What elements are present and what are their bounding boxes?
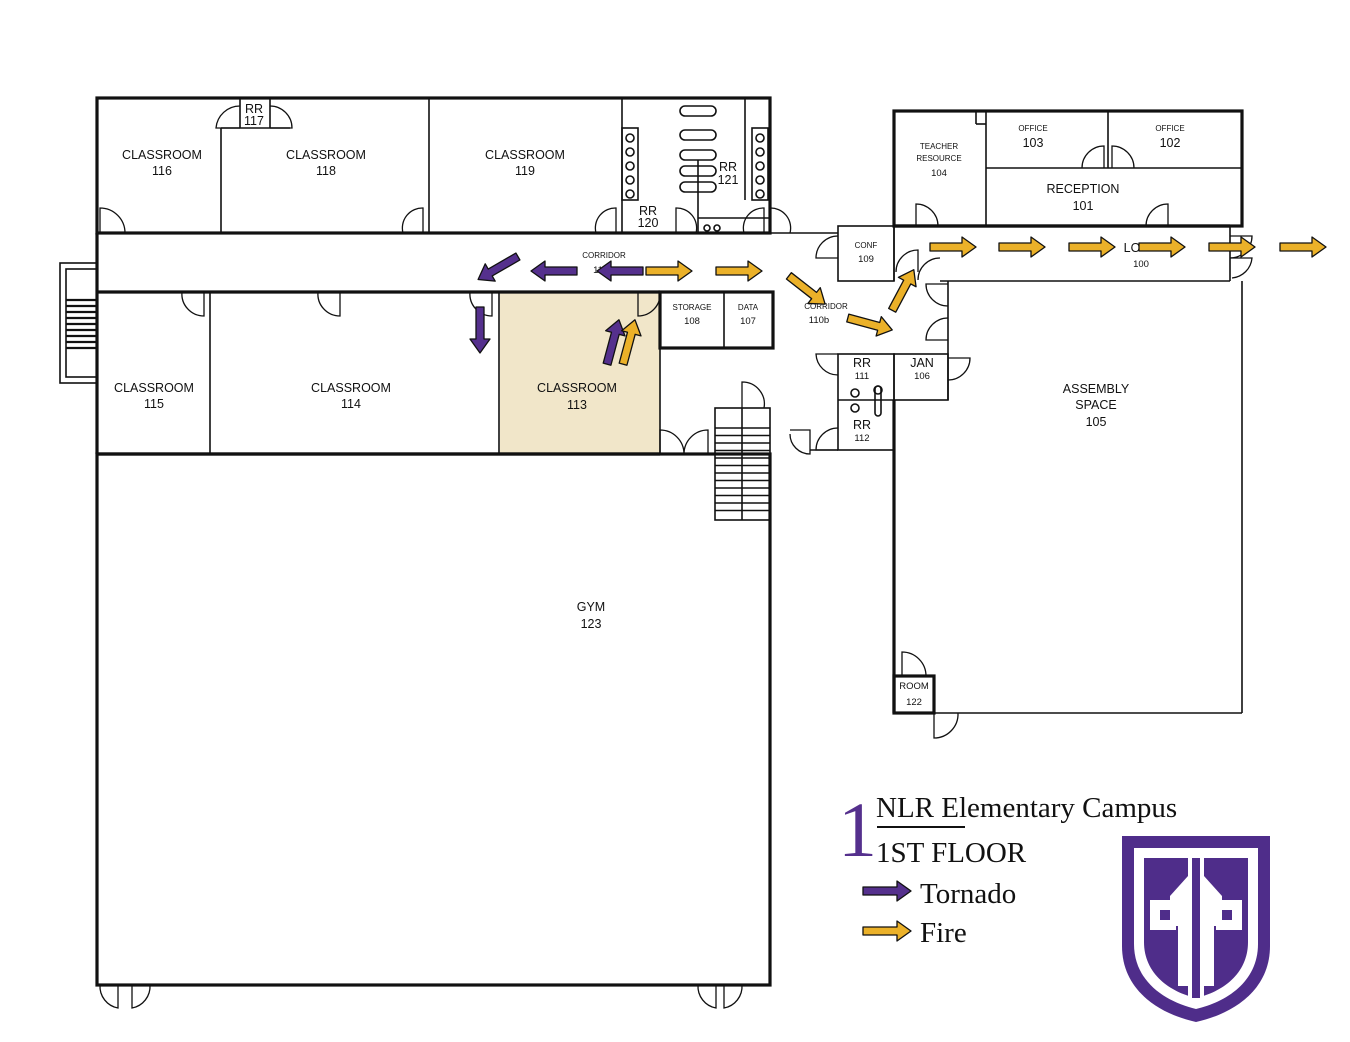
room-102-number: 102	[1160, 136, 1181, 150]
west-stair-treads	[66, 298, 97, 350]
corridor-110b-number: 110b	[809, 315, 829, 326]
room-109-name: CONF	[855, 241, 878, 250]
room-100-number: 100	[1133, 259, 1149, 270]
room-106-name: JAN	[910, 356, 934, 370]
legend-tornado-label: Tornado	[920, 878, 1016, 910]
room-122-number: 122	[906, 697, 922, 708]
room-101-number: 101	[1073, 199, 1094, 213]
room-105-name-2: SPACE	[1075, 398, 1116, 412]
fire-arrow	[1208, 236, 1256, 258]
room-121-name: RR	[719, 160, 737, 174]
room-112-name: RR	[853, 418, 871, 432]
fire-arrow	[1138, 236, 1186, 258]
room-111-number: 111	[855, 371, 869, 382]
room-102-name: OFFICE	[1155, 124, 1184, 133]
floor-number: 1	[838, 786, 877, 873]
room-106-number: 106	[914, 371, 930, 382]
evacuation-arrows	[469, 236, 1327, 366]
doors	[99, 105, 1253, 1009]
room-116-name: CLASSROOM	[122, 148, 202, 162]
room-112-number: 112	[854, 433, 869, 444]
room-104-number: 104	[931, 168, 947, 179]
legend-fire-label: Fire	[920, 917, 967, 949]
room-123-number: 123	[581, 617, 602, 631]
room-101-name: RECEPTION	[1047, 182, 1120, 196]
room-105-name-1: ASSEMBLY	[1063, 382, 1130, 396]
legend-arrow-swatches	[862, 880, 912, 942]
legend: 1 NLR Elementary Campus 1ST FLOOR Tornad…	[838, 786, 1177, 949]
fire-arrow	[929, 236, 977, 258]
tornado-arrow	[469, 306, 491, 354]
fire-arrow	[998, 236, 1046, 258]
room-108-name: STORAGE	[673, 303, 712, 312]
room-119-name: CLASSROOM	[485, 148, 565, 162]
fire-arrow	[1279, 236, 1327, 258]
walls	[95, 96, 1244, 987]
room-113-number: 113	[567, 398, 587, 412]
tornado-arrow	[596, 260, 644, 282]
school-shield-logo	[1122, 836, 1270, 1022]
fire-arrow	[846, 313, 893, 337]
room-113-name: CLASSROOM	[537, 381, 617, 395]
room-107-number: 107	[740, 316, 756, 327]
room-118-number: 118	[316, 164, 336, 178]
fire-arrow	[645, 260, 693, 282]
room-113-highlight	[500, 292, 660, 454]
partitions-office	[975, 111, 1242, 226]
room-122-name: ROOM	[899, 681, 929, 692]
room-103-number: 103	[1023, 136, 1044, 150]
tornado-arrow	[602, 319, 626, 366]
room-118-name: CLASSROOM	[286, 148, 366, 162]
restroom-fixtures	[621, 105, 883, 417]
fire-arrow	[785, 272, 826, 305]
room-100-name: LO	[1124, 241, 1141, 255]
room-111-name: RR	[853, 356, 871, 370]
partitions-middle	[209, 292, 500, 454]
fire-arrow	[715, 260, 763, 282]
room-119-number: 119	[515, 164, 535, 178]
room-123-name: GYM	[577, 600, 605, 614]
fire-arrow	[618, 319, 642, 366]
partitions-north	[220, 98, 770, 233]
tornado-arrow	[477, 252, 521, 282]
room-108-number: 108	[684, 316, 700, 327]
room-114-number: 114	[341, 397, 361, 411]
room-105-number: 105	[1086, 415, 1107, 429]
floor-name: 1ST FLOOR	[876, 837, 1027, 869]
campus-name: NLR Elementary Campus	[876, 792, 1177, 824]
room-104-name-2: RESOURCE	[916, 154, 961, 163]
room-115-number: 115	[144, 397, 164, 411]
room-117-name: RR	[245, 102, 263, 116]
room-116-number: 116	[152, 164, 172, 178]
room-120-name: RR	[639, 204, 657, 218]
room-115-name: CLASSROOM	[114, 381, 194, 395]
room-103-name: OFFICE	[1018, 124, 1047, 133]
room-107-name: DATA	[738, 303, 759, 312]
room-117-number: 117	[244, 114, 264, 128]
fire-arrow	[888, 269, 917, 313]
corridor-110-name: CORRIDOR	[582, 251, 626, 260]
center-stair-treads	[715, 427, 770, 512]
room-114-name: CLASSROOM	[311, 381, 391, 395]
room-labels: CLASSROOM 116 CLASSROOM 118 CLASSROOM 11…	[114, 102, 1185, 708]
room-121-number: 121	[718, 173, 739, 187]
tornado-arrow	[530, 260, 578, 282]
legend-fire-arrow	[862, 920, 912, 942]
corridor-110b-name: CORRIDOR	[804, 302, 848, 311]
fire-arrow	[1068, 236, 1116, 258]
room-104-name-1: TEACHER	[920, 142, 958, 151]
room-109-number: 109	[858, 254, 874, 265]
legend-tornado-arrow	[862, 880, 912, 902]
room-120-number: 120	[638, 216, 659, 230]
